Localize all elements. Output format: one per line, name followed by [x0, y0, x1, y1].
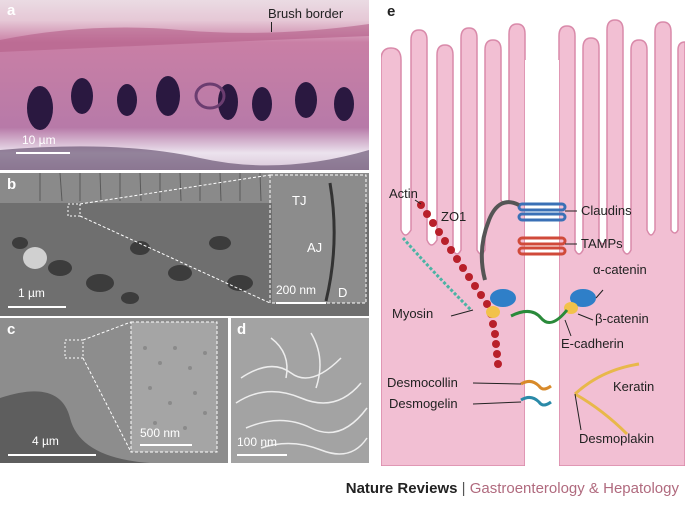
label-beta-catenin: β-catenin	[595, 311, 649, 326]
panel-d-freeze-fracture: d 100 nm	[231, 318, 369, 463]
scale-bar-c	[8, 454, 96, 456]
scale-label-b: 1 µm	[18, 286, 45, 300]
journal-footer: Nature Reviews | Gastroenterology & Hepa…	[0, 468, 685, 508]
scale-label-d: 100 nm	[237, 435, 278, 449]
panel-e-schematic: e Actin ZO1 Myosin Desmocollin Desmogeli…	[381, 0, 685, 466]
brush-border-label: Brush border	[268, 6, 344, 21]
panel-label-e: e	[387, 3, 396, 20]
scale-bar-c-inset	[140, 444, 192, 446]
panel-a-histology: a Brush border 10 µm	[0, 0, 369, 170]
journal-subject: Gastroenterology & Hepatology	[469, 480, 679, 497]
label-alpha-catenin: α-catenin	[593, 262, 647, 277]
label-claudins: Claudins	[581, 203, 632, 218]
scale-bar-d	[237, 454, 287, 456]
panel-label-b: b	[7, 176, 17, 193]
tj-label: TJ	[292, 193, 307, 208]
desmosome-label: D	[338, 285, 348, 300]
label-myosin: Myosin	[392, 306, 434, 321]
label-e-cadherin: E-cadherin	[561, 336, 624, 351]
scale-label-a: 10 µm	[22, 133, 56, 147]
freeze-fracture-image	[231, 318, 369, 463]
panel-label-d: d	[237, 321, 247, 338]
scale-label-c-inset: 500 nm	[140, 426, 181, 440]
scale-label-c: 4 µm	[32, 434, 59, 448]
histology-image	[0, 0, 369, 170]
label-actin: Actin	[389, 186, 418, 201]
scale-label-b-inset: 200 nm	[276, 283, 317, 297]
scale-bar-b	[8, 306, 66, 308]
label-tamps: TAMPs	[581, 236, 623, 251]
label-zo1: ZO1	[441, 209, 467, 224]
panel-label-a: a	[7, 2, 16, 19]
label-desmoplakin: Desmoplakin	[579, 431, 655, 446]
journal-name: Nature Reviews	[345, 480, 458, 497]
panel-b-tem: b TJ AJ D 1 µm 200 nm	[0, 173, 369, 316]
scale-bar-a	[16, 152, 70, 154]
tem-image	[0, 173, 369, 316]
aj-label: AJ	[307, 240, 323, 255]
footer-separator: |	[461, 480, 466, 497]
panel-c-sem: c 4 µm 500 nm	[0, 318, 228, 463]
label-desmocollin: Desmocollin	[387, 375, 458, 390]
panel-label-c: c	[7, 321, 16, 338]
label-keratin: Keratin	[613, 379, 655, 394]
journal-credit: Nature Reviews | Gastroenterology & Hepa…	[346, 480, 679, 497]
brush-border-pointer	[271, 22, 272, 32]
sem-image	[0, 318, 228, 463]
label-desmogelin: Desmogelin	[389, 396, 458, 411]
scale-bar-b-inset	[276, 302, 326, 304]
junction-diagram	[381, 19, 685, 466]
